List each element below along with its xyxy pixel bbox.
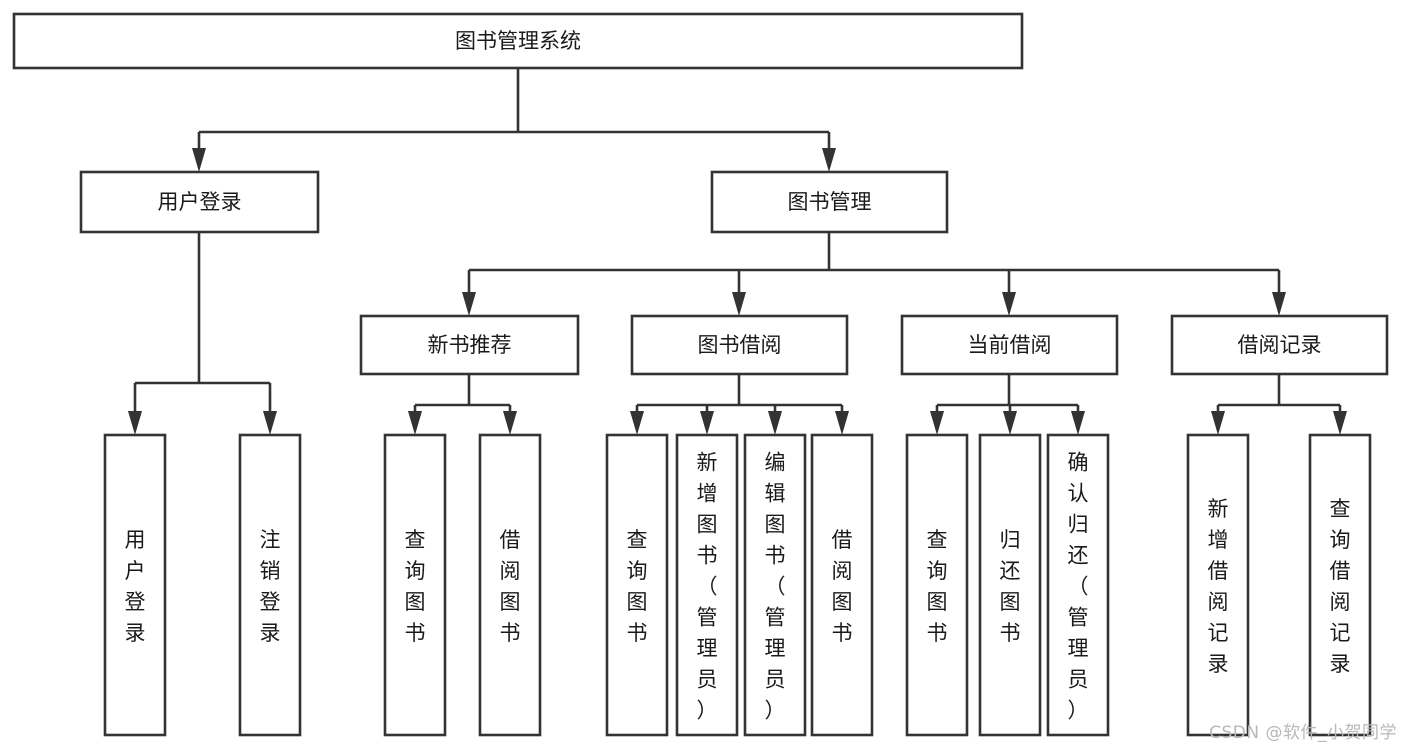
node-box[interactable]: [103, 433, 167, 737]
arrow-head-icon: [835, 411, 849, 435]
node-box[interactable]: [79, 170, 320, 234]
node-label: 用户登录: [125, 528, 146, 645]
edge-newbook-to-leaves: [408, 374, 517, 435]
arrow-head-icon: [408, 411, 422, 435]
arrow-head-icon: [192, 148, 206, 172]
arrow-head-icon: [1211, 411, 1225, 435]
node-box[interactable]: [978, 433, 1042, 737]
node-box[interactable]: [900, 314, 1119, 376]
node-book-manage[interactable]: 图书管理: [710, 170, 949, 234]
edge-borrowrecord-to-leaves: [1211, 374, 1347, 435]
node-box[interactable]: [810, 433, 874, 737]
node-leaf-edit-book[interactable]: 编辑图书（管理员）: [743, 433, 807, 737]
edge-userlogin-to-leaves: [128, 232, 277, 435]
node-box[interactable]: [1186, 433, 1250, 737]
node-label: 借阅记录: [1238, 333, 1322, 357]
node-box[interactable]: [743, 433, 807, 737]
node-label: 用户登录: [158, 190, 242, 214]
node-label: 借阅图书: [832, 528, 853, 645]
edge-bookmanage-to-level3: [462, 232, 1286, 316]
node-box[interactable]: [710, 170, 949, 234]
node-leaf-query-book-2[interactable]: 查询图书: [605, 433, 669, 737]
node-leaf-add-book[interactable]: 新增图书（管理员）: [675, 433, 739, 737]
node-leaf-query-book-3[interactable]: 查询图书: [905, 433, 969, 737]
nodes-layer: 图书管理系统用户登录图书管理新书推荐图书借阅当前借阅借阅记录用户登录注销登录查询…: [12, 12, 1389, 737]
node-leaf-borrow-book-1[interactable]: 借阅图书: [478, 433, 542, 737]
node-label: 当前借阅: [968, 333, 1052, 357]
node-box[interactable]: [238, 433, 302, 737]
node-leaf-user-logout[interactable]: 注销登录: [238, 433, 302, 737]
node-book-borrow[interactable]: 图书借阅: [630, 314, 849, 376]
node-user-login[interactable]: 用户登录: [79, 170, 320, 234]
arrow-head-icon: [1002, 292, 1016, 316]
node-box[interactable]: [1170, 314, 1389, 376]
node-box[interactable]: [383, 433, 447, 737]
arrow-head-icon: [1003, 411, 1017, 435]
arrow-head-icon: [1071, 411, 1085, 435]
node-box[interactable]: [905, 433, 969, 737]
arrow-head-icon: [1333, 411, 1347, 435]
node-borrow-record[interactable]: 借阅记录: [1170, 314, 1389, 376]
node-leaf-confirm-return[interactable]: 确认归还（管理员）: [1046, 433, 1110, 737]
node-label: 借阅图书: [500, 528, 521, 645]
node-leaf-user-login[interactable]: 用户登录: [103, 433, 167, 737]
csdn-watermark: CSDN @软件_小贺同学: [1209, 723, 1397, 743]
node-label: 查询图书: [405, 528, 426, 645]
node-box[interactable]: [630, 314, 849, 376]
node-label: 图书管理: [788, 190, 872, 214]
node-leaf-borrow-book-2[interactable]: 借阅图书: [810, 433, 874, 737]
edges-layer: [128, 68, 1347, 435]
edge-root-to-level2: [192, 68, 836, 172]
edge-currentborrow-to-leaves: [930, 374, 1085, 435]
node-box[interactable]: [605, 433, 669, 737]
node-box[interactable]: [12, 12, 1024, 70]
node-label: 确认归还（管理员）: [1068, 451, 1089, 723]
node-label: 注销登录: [260, 528, 281, 645]
arrow-head-icon: [930, 411, 944, 435]
arrow-head-icon: [503, 411, 517, 435]
node-leaf-add-record[interactable]: 新增借阅记录: [1186, 433, 1250, 737]
node-box[interactable]: [1046, 433, 1110, 737]
node-current-borrow[interactable]: 当前借阅: [900, 314, 1119, 376]
arrow-head-icon: [630, 411, 644, 435]
node-leaf-return-book[interactable]: 归还图书: [978, 433, 1042, 737]
arrow-head-icon: [263, 411, 277, 435]
node-root[interactable]: 图书管理系统: [12, 12, 1024, 70]
node-box[interactable]: [1308, 433, 1372, 737]
node-label: 新增借阅记录: [1208, 497, 1229, 676]
node-leaf-query-record[interactable]: 查询借阅记录: [1308, 433, 1372, 737]
node-box[interactable]: [359, 314, 580, 376]
node-label: 编辑图书（管理员）: [765, 451, 786, 723]
node-new-book-rec[interactable]: 新书推荐: [359, 314, 580, 376]
node-leaf-query-book-1[interactable]: 查询图书: [383, 433, 447, 737]
arrow-head-icon: [462, 292, 476, 316]
node-box[interactable]: [478, 433, 542, 737]
arrow-head-icon: [822, 148, 836, 172]
node-label: 图书管理系统: [455, 29, 581, 53]
node-label: 图书借阅: [698, 333, 782, 357]
arrow-head-icon: [700, 411, 714, 435]
node-label: 新书推荐: [428, 333, 512, 357]
node-label: 归还图书: [1000, 528, 1021, 645]
arrow-head-icon: [732, 292, 746, 316]
node-label: 新增图书（管理员）: [697, 451, 718, 723]
arrow-head-icon: [128, 411, 142, 435]
node-box[interactable]: [675, 433, 739, 737]
node-label: 查询借阅记录: [1330, 497, 1351, 676]
arrow-head-icon: [768, 411, 782, 435]
edge-bookborrow-to-leaves: [630, 374, 849, 435]
node-label: 查询图书: [927, 528, 948, 645]
arrow-head-icon: [1272, 292, 1286, 316]
node-label: 查询图书: [627, 528, 648, 645]
